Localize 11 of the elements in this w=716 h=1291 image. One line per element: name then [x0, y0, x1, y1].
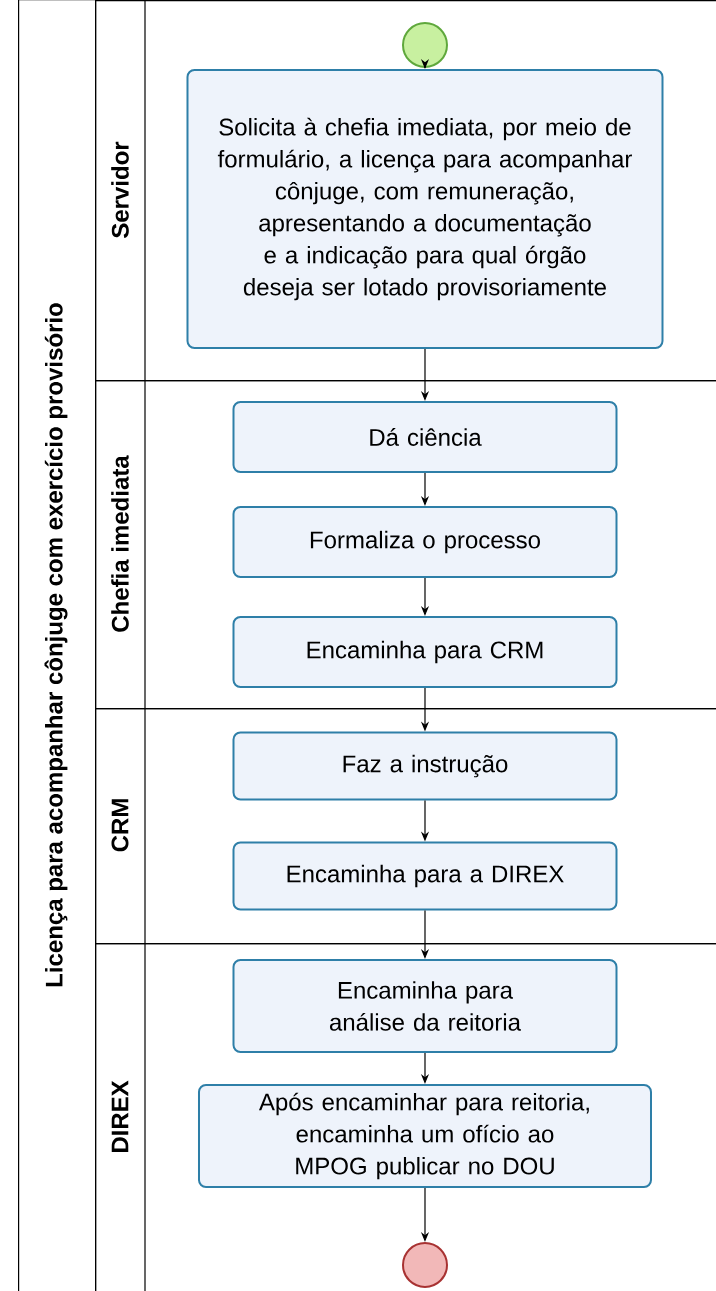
task-box: Dá ciência	[232, 401, 618, 473]
event-circle	[402, 1242, 448, 1288]
task-box: Após encaminhar para reitoria, encaminha um ofício ao MPOG publicar no DOU	[198, 1084, 652, 1188]
task-box: Encaminha para a DIREX	[232, 841, 618, 911]
pool-title-band: Licença para acompanhar cônjuge com exercício provisório	[18, 0, 97, 1291]
task-box: Formaliza o processo	[232, 506, 618, 578]
task-box: Encaminha para análise da reitoria	[232, 959, 618, 1053]
task-box: Solicita à chefia imediata, por meio de formulário, a licença para acompanhar cônjuge, com remuneração, apresentando a documentação e a indicação para qual órgão deseja ser lotado provisoriamente	[186, 69, 664, 349]
task-box: Encaminha para CRM	[232, 616, 618, 688]
event-circle	[402, 22, 448, 68]
task-box: Faz a instrução	[232, 731, 618, 801]
